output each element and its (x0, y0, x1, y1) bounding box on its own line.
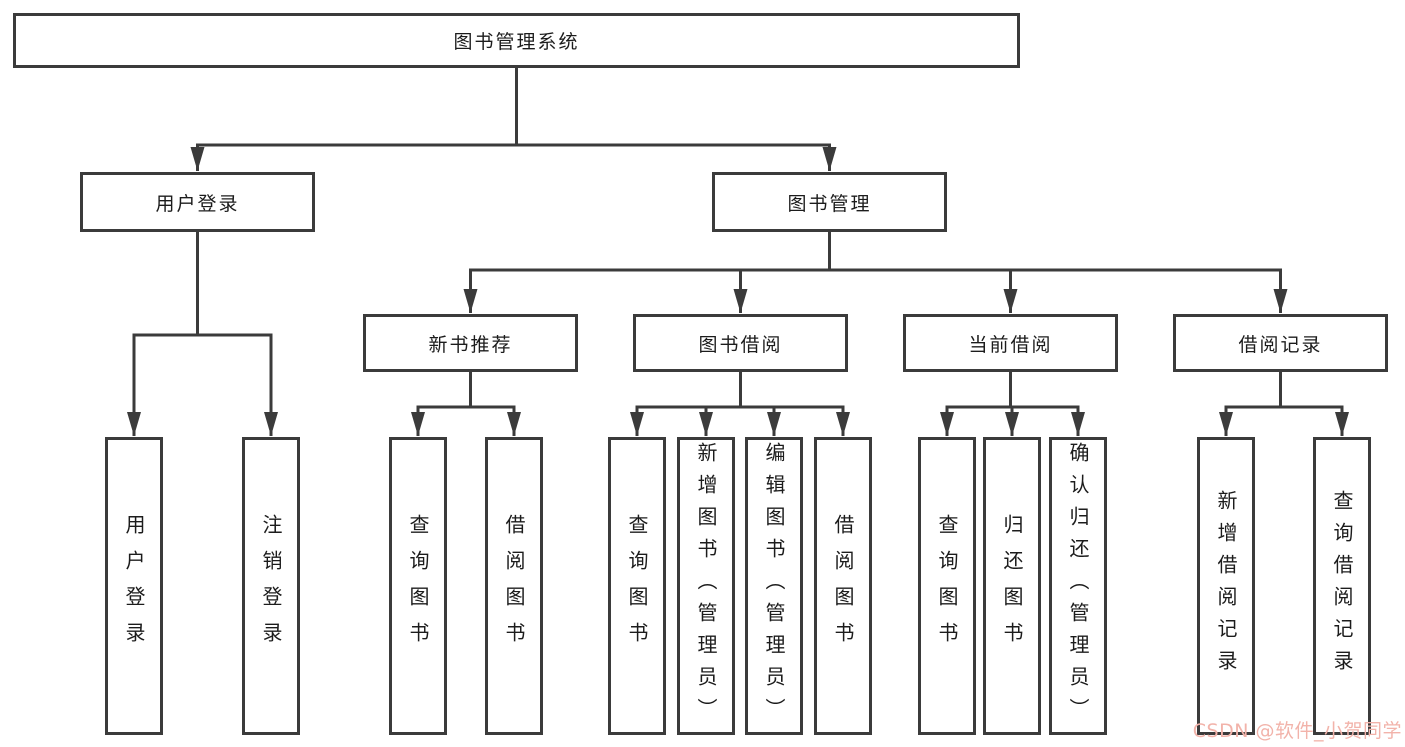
connector-borrow-records-children (1219, 372, 1349, 436)
node-user-login: 用户登录 (80, 172, 315, 232)
leaf-query-borrow-record: 查询借阅记录 (1313, 437, 1371, 735)
leaf-confirm-return-admin: 确认归还（管理员） (1049, 437, 1107, 735)
leaf-query-books-borrow: 查询图书 (608, 437, 666, 735)
leaf-return-books: 归还图书 (983, 437, 1041, 735)
node-current-borrow: 当前借阅 (903, 314, 1118, 372)
connector-book-management-children (463, 232, 1288, 313)
leaf-query-books-current: 查询图书 (918, 437, 976, 735)
node-root-library-system: 图书管理系统 (13, 13, 1020, 68)
leaf-borrow-books: 借阅图书 (814, 437, 872, 735)
connector-current-borrow-children (940, 372, 1085, 436)
connector-root-to-level2 (190, 68, 837, 171)
leaf-user-login: 用户登录 (105, 437, 163, 735)
leaf-logout: 注销登录 (242, 437, 300, 735)
leaf-add-books-admin: 新增图书（管理员） (677, 437, 735, 735)
csdn-watermark: CSDN @软件_小贺同学 (1192, 720, 1402, 742)
node-borrow-records: 借阅记录 (1173, 314, 1388, 372)
leaf-add-borrow-record: 新增借阅记录 (1197, 437, 1255, 735)
node-new-book-recommend: 新书推荐 (363, 314, 578, 372)
node-book-management: 图书管理 (712, 172, 947, 232)
leaf-edit-books-admin: 编辑图书（管理员） (745, 437, 803, 735)
connector-new-book-recommend-children (411, 372, 521, 436)
connector-book-borrow-children (630, 372, 850, 436)
connector-user-login-children (127, 232, 278, 436)
leaf-borrow-books-recommend: 借阅图书 (485, 437, 543, 735)
leaf-query-books-recommend: 查询图书 (389, 437, 447, 735)
node-book-borrow: 图书借阅 (633, 314, 848, 372)
